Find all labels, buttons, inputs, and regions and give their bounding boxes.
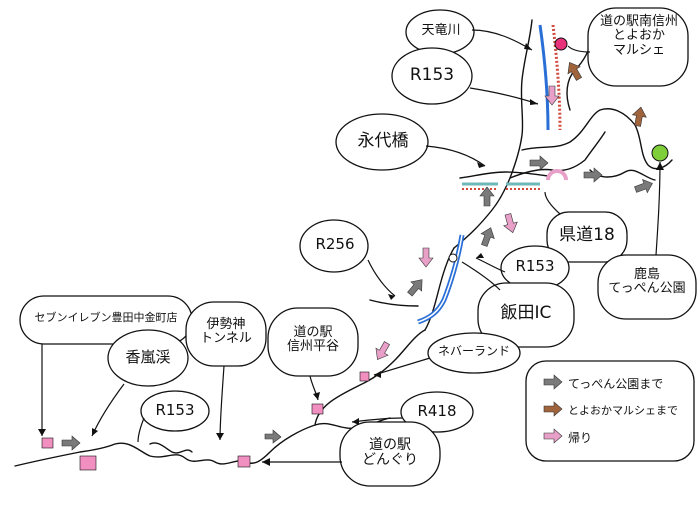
bubble-michinoeki-donguri <box>339 421 441 487</box>
leader-r153-mid <box>475 257 506 273</box>
legend-box <box>525 360 695 462</box>
gray-arrow <box>479 186 495 207</box>
pink-arrow <box>418 247 434 268</box>
arrows-pink <box>375 85 568 360</box>
route-line-r256 <box>369 299 419 307</box>
leader-eidaibashi <box>425 145 486 167</box>
route-lines <box>14 19 673 467</box>
brown-arrow <box>631 106 647 127</box>
route-line-bridge <box>459 171 549 179</box>
route-line-east <box>509 131 606 179</box>
leader-kouransei <box>91 383 125 437</box>
eidaibashi-crossings <box>462 182 540 190</box>
pink-arrow <box>544 85 560 106</box>
gray-arrow <box>480 227 495 247</box>
bubble-never-land <box>427 332 521 374</box>
never-land-marker <box>359 371 370 382</box>
river <box>417 24 562 325</box>
legend-swatch-brown <box>543 401 563 417</box>
legend-label-pink: 帰り <box>568 431 593 445</box>
tunnel-marker <box>237 455 251 468</box>
legend-swatch-pink <box>543 428 563 444</box>
route-line-east-2 <box>521 108 673 170</box>
bubble-r153-bottom <box>140 390 210 432</box>
gray-arrow <box>529 155 549 171</box>
route-line-bottom <box>14 417 391 467</box>
iida-ic-marker <box>448 253 458 263</box>
bubble-eidaibashi <box>335 113 429 171</box>
river-upper-road <box>551 24 562 131</box>
leader-kajima-park <box>655 161 661 256</box>
pink-arrow <box>503 213 518 234</box>
gray-arrow <box>61 435 81 451</box>
shinshu-hiraya-marker <box>311 403 324 415</box>
bubble-inubu-tunnel <box>185 301 267 367</box>
gray-arrow <box>264 429 282 444</box>
pink-arrow <box>375 341 391 360</box>
gray-arrow <box>407 279 423 297</box>
arrows-brown <box>567 62 647 127</box>
bubble-r153-top <box>391 47 473 105</box>
brown-arrow <box>567 62 583 81</box>
leader-kendou18 <box>544 191 561 215</box>
leader-r256 <box>367 259 396 297</box>
leader-arrowheads <box>38 43 664 466</box>
bubble-r256 <box>299 219 369 273</box>
leader-tenryu <box>471 29 533 51</box>
gray-arrow <box>583 167 603 183</box>
river-upper <box>538 24 550 131</box>
kajima-park-marker <box>651 144 669 162</box>
bubble-michinoeki-minami <box>587 7 689 87</box>
bubble-kouransei <box>107 329 189 387</box>
arrows-gray <box>61 155 653 451</box>
legend-swatches <box>543 374 563 444</box>
leader-michinoeki-minami <box>567 45 591 53</box>
kouransei-marker <box>79 455 97 471</box>
callout-bubbles <box>19 7 697 487</box>
bubble-michinoeki-shinshu <box>267 307 359 377</box>
seven-eleven-marker <box>41 437 54 449</box>
route-line-upper <box>453 19 533 249</box>
legend-label-gray: てっぺん公園まで <box>568 377 664 391</box>
bubble-r418 <box>400 391 474 433</box>
bubble-kendou18 <box>546 211 628 263</box>
bubble-kajima-park <box>597 254 697 320</box>
leader-inubu-tunnel <box>219 365 225 441</box>
leader-iida-ic <box>461 261 501 291</box>
toyooka-marche-marker <box>554 37 568 51</box>
leader-r153-bottom <box>137 417 145 443</box>
legend-label-brown: とよおかマルシェまで <box>568 404 678 417</box>
route-line-bottom-2 <box>149 442 193 454</box>
gray-arrow <box>634 179 653 194</box>
bubble-iida-ic <box>477 282 575 348</box>
river-lower-inner <box>417 234 463 323</box>
bubble-tenryu <box>405 9 475 55</box>
leader-r153-top <box>469 87 539 105</box>
pink-arrow <box>546 169 568 181</box>
leader-never-land <box>373 357 431 376</box>
legend-swatch-gray <box>543 374 563 390</box>
